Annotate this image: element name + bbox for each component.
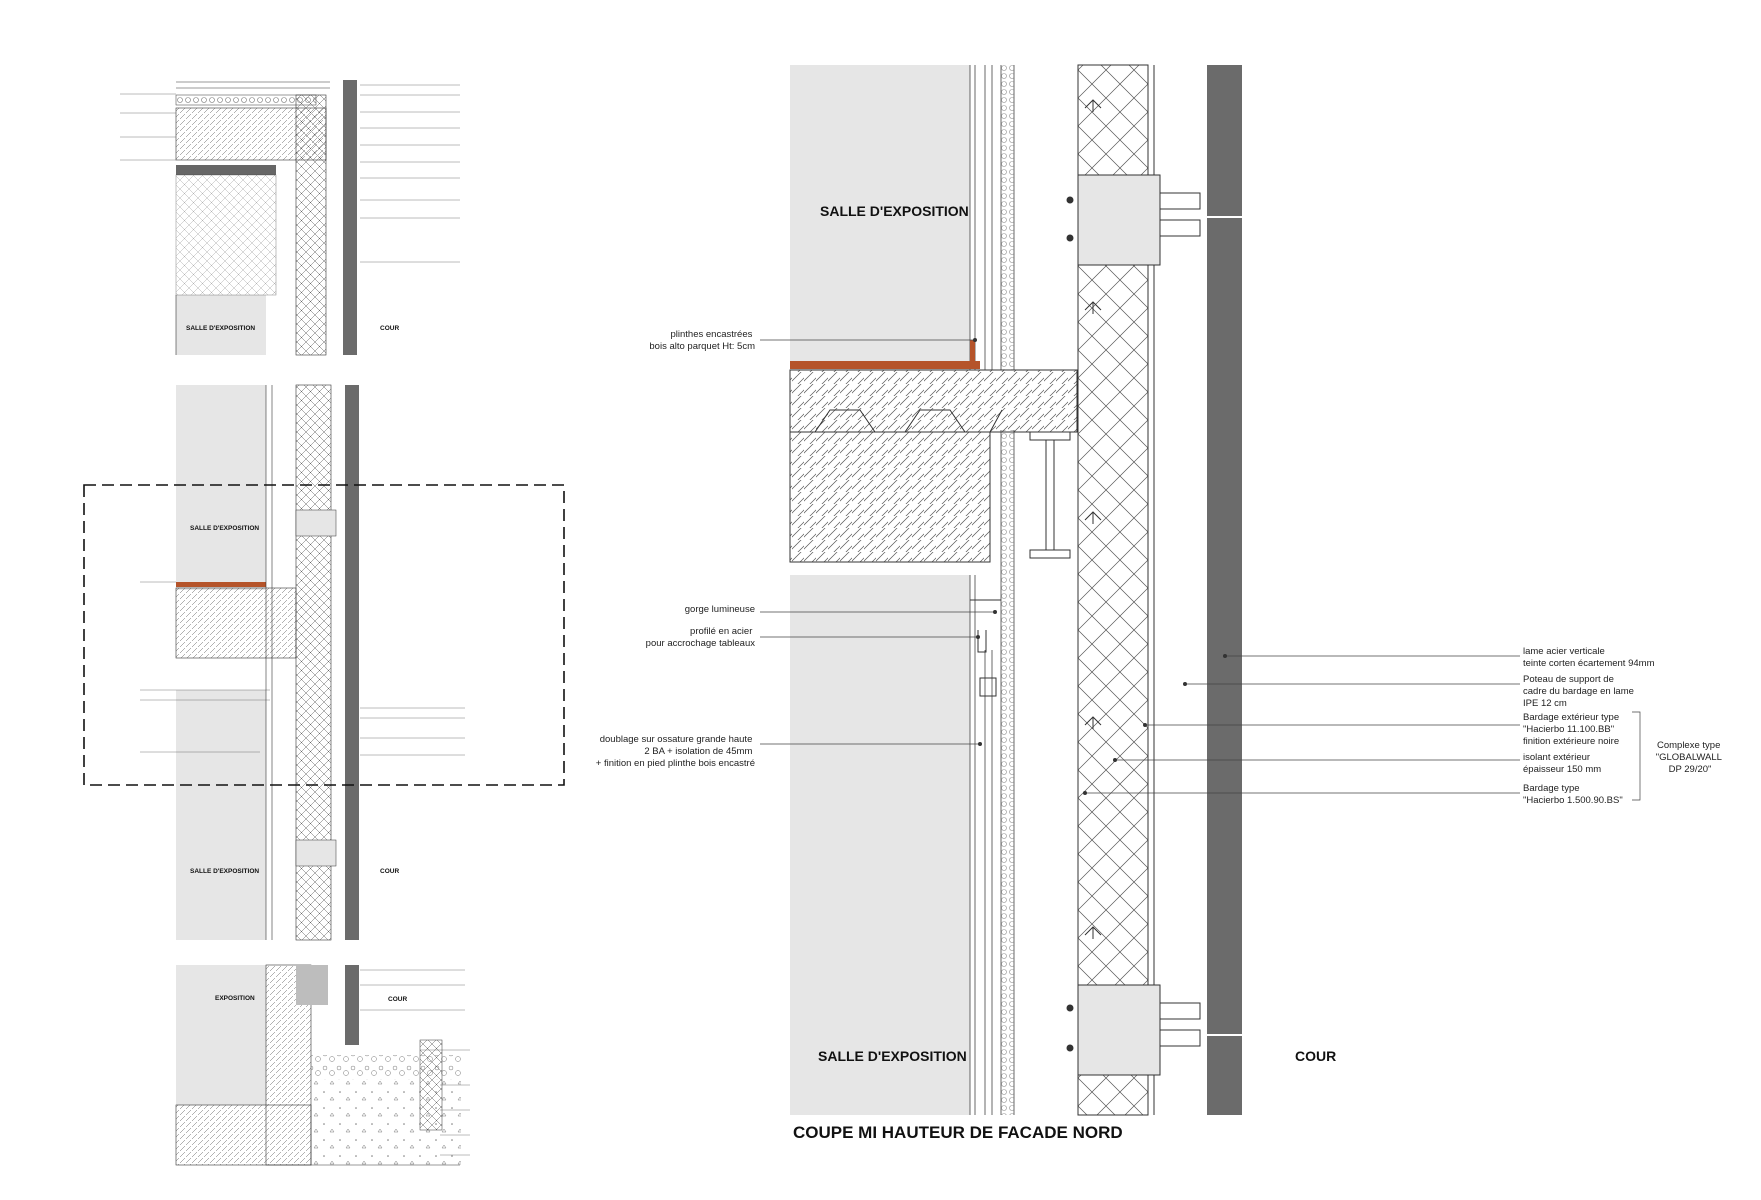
bracket-upper <box>1066 174 1201 266</box>
leader-lines <box>760 339 1641 801</box>
courtyard-label: COUR <box>1295 1048 1336 1064</box>
cladding-clips <box>1084 99 1102 939</box>
room-label-bottom: SALLE D'EXPOSITION <box>818 1048 967 1064</box>
note-lame: lame acier verticale teinte corten écart… <box>1523 646 1655 669</box>
thumb-bottom-room-label: EXPOSITION <box>215 995 255 1002</box>
parquet-strip <box>790 361 980 369</box>
gorge-profile <box>970 599 1001 697</box>
thumbnail-base-detail: EXPOSITION COUR <box>175 964 470 1166</box>
thumb-top-room-label: SALLE D'EXPOSITION <box>186 325 255 332</box>
thumb-top-court-label: COUR <box>380 325 399 332</box>
bracket-lower <box>1066 984 1201 1076</box>
floor-slab <box>789 369 1078 433</box>
note-profile: profilé en acier pour accrochage tableau… <box>646 626 756 649</box>
exhibition-wall-lower <box>790 575 970 1115</box>
exhibition-wall-upper <box>790 65 970 370</box>
note-complexe: Complexe type "GLOBALWALL DP 29/20" <box>1656 740 1725 775</box>
note-plinthes: plinthes encastrées bois alto parquet Ht… <box>649 329 755 352</box>
note-poteau: Poteau de support de cadre du bardage en… <box>1523 674 1637 709</box>
thumb-bottom-court-label: COUR <box>388 996 407 1003</box>
doubling-insulation-upper <box>1001 65 1014 370</box>
thumbnail-roof-detail: SALLE D'EXPOSITION COUR <box>120 80 460 356</box>
note-doublage: doublage sur ossature grande haute 2 BA … <box>596 734 755 769</box>
note-bardage-type: Bardage type "Hacierbo 1.500.90.BS" <box>1523 783 1623 806</box>
corten-cladding <box>1207 65 1242 1115</box>
baseboard <box>970 340 975 365</box>
thumb-mid-room-label-top: SALLE D'EXPOSITION <box>190 525 259 532</box>
concrete-beam <box>789 431 991 563</box>
ipe-beam <box>1029 431 1071 559</box>
thumb-mid-room-label-bottom: SALLE D'EXPOSITION <box>190 868 259 875</box>
thumbnail-mid-detail: SALLE D'EXPOSITION SALLE D'EXPOSITION CO… <box>83 384 565 941</box>
focus-frame <box>83 484 565 786</box>
note-gorge: gorge lumineuse <box>685 604 755 615</box>
main-section: SALLE D'EXPOSITION SALLE D'EXPOSITION CO… <box>789 64 1336 1142</box>
thumb-mid-court-label: COUR <box>380 868 399 875</box>
doubling-insulation-lower <box>1001 430 1014 1115</box>
leader-dots <box>973 338 1227 795</box>
note-bardage-ext: Bardage extérieur type "Hacierbo 11.100.… <box>1523 712 1622 747</box>
drawing-title: COUPE MI HAUTEUR DE FACADE NORD <box>793 1123 1123 1142</box>
room-label-top: SALLE D'EXPOSITION <box>820 203 969 219</box>
note-isolant: isolant extérieur épaisseur 150 mm <box>1523 752 1601 775</box>
